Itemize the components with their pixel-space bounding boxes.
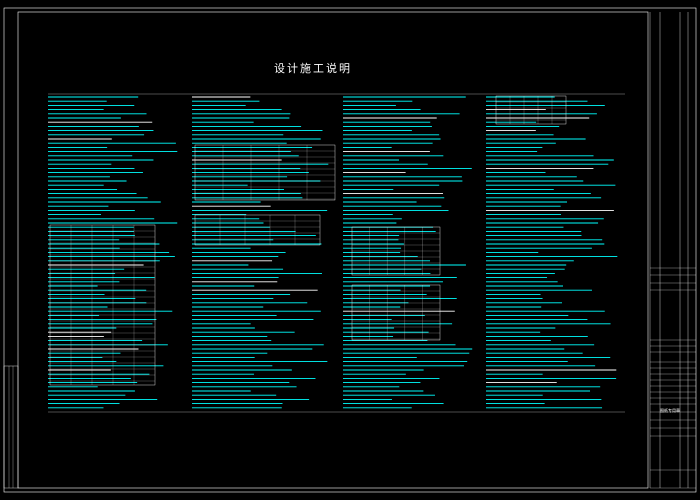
spec-table <box>194 144 336 201</box>
design-notes <box>48 93 625 413</box>
spec-table <box>351 284 441 341</box>
spec-table <box>495 95 567 125</box>
note-column <box>343 96 473 409</box>
note-column <box>48 96 178 409</box>
inner-frame <box>17 11 649 489</box>
binding-strip <box>3 365 19 489</box>
outer-border <box>3 7 697 493</box>
spec-table <box>194 214 321 246</box>
drawing-title: 设计施工说明 <box>274 62 352 75</box>
title-block <box>649 12 689 488</box>
spec-table <box>351 226 441 276</box>
note-column <box>486 96 618 409</box>
spec-table <box>49 224 156 386</box>
note-column <box>192 96 329 409</box>
title-block-stamp: 图纸专用章 <box>660 408 680 413</box>
